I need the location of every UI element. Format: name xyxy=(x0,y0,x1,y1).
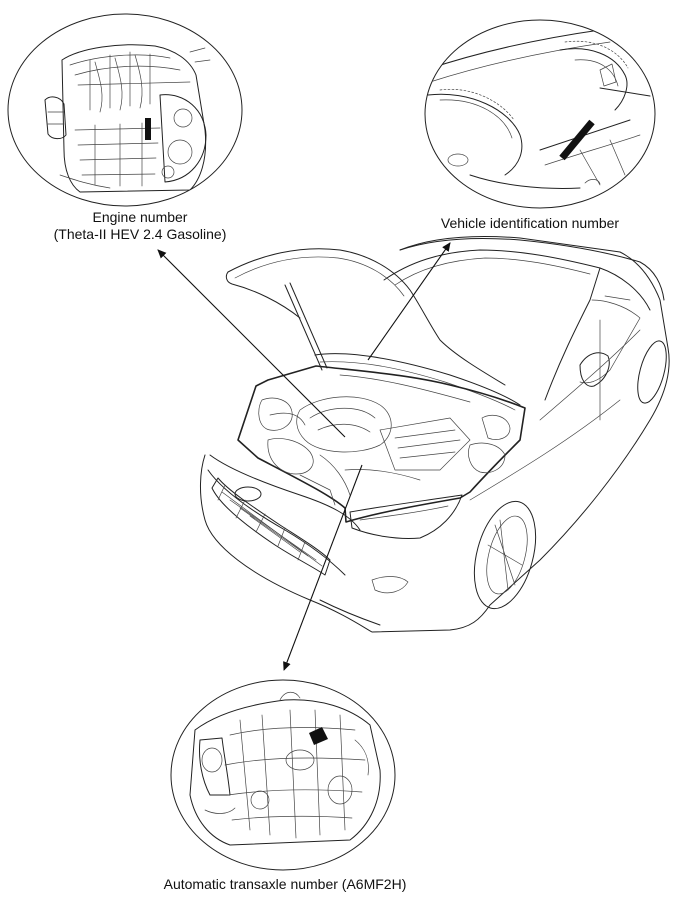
transaxle-number-marker xyxy=(309,727,328,745)
transaxle-callout xyxy=(170,679,396,871)
vin-marker xyxy=(559,119,595,161)
transaxle-number-label: Automatic transaxle number (A6MF2H) xyxy=(163,876,407,892)
vin-callout xyxy=(424,19,656,209)
callout-arrows xyxy=(157,242,451,671)
engine-callout xyxy=(7,13,243,207)
engine-bay-components xyxy=(258,396,511,506)
engine-number-marker xyxy=(145,118,151,140)
vin-arrow xyxy=(367,242,451,361)
engine-arrow xyxy=(157,249,346,438)
engine-number-title: Engine number xyxy=(92,209,188,225)
front-grille xyxy=(211,477,331,576)
front-wheel xyxy=(473,500,537,610)
engine-number-label: Engine number (Theta-II HEV 2.4 Gasoline… xyxy=(40,209,240,243)
car-illustration xyxy=(199,236,670,633)
transaxle-arrow xyxy=(283,464,363,671)
engine-model-text: (Theta-II HEV 2.4 Gasoline) xyxy=(53,226,227,242)
rear-wheel xyxy=(637,340,667,404)
brand-logo xyxy=(234,486,262,502)
vin-label: Vehicle identification number xyxy=(440,215,620,231)
